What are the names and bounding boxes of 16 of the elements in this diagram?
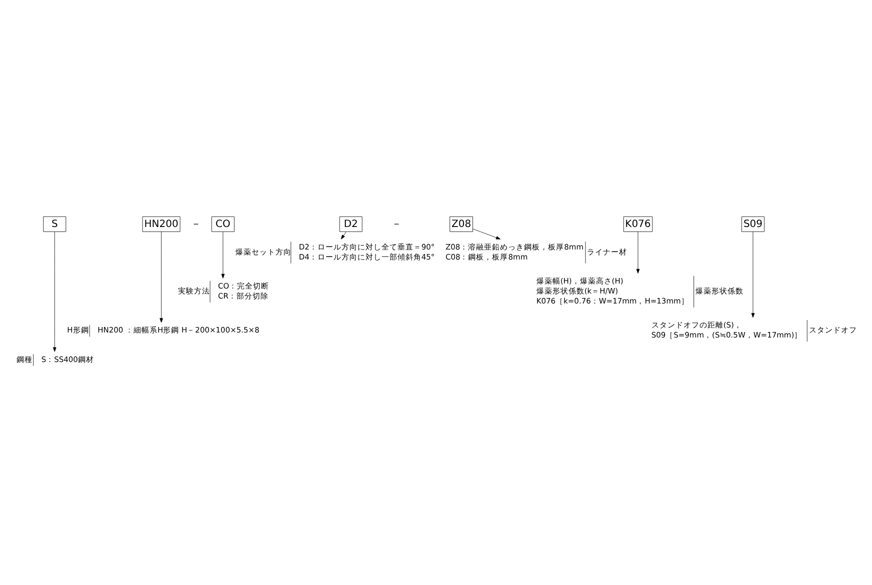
- label: －: [392, 218, 402, 230]
- arrow: [52, 232, 56, 352]
- node-box: K076: [623, 216, 653, 232]
- arrow: [751, 231, 755, 318]
- arrow: [160, 231, 163, 323]
- arrow: [340, 232, 346, 240]
- node-box: Z08: [450, 216, 473, 232]
- arrow: [636, 232, 640, 274]
- node-box: HN200: [142, 216, 180, 232]
- label: －: [190, 218, 201, 230]
- node-box: CO: [212, 216, 234, 232]
- arrow: [472, 228, 501, 240]
- node-box: D2: [339, 216, 362, 232]
- node-box: S: [43, 216, 66, 232]
- node-box: S09: [742, 216, 764, 232]
- arrow: [221, 232, 225, 278]
